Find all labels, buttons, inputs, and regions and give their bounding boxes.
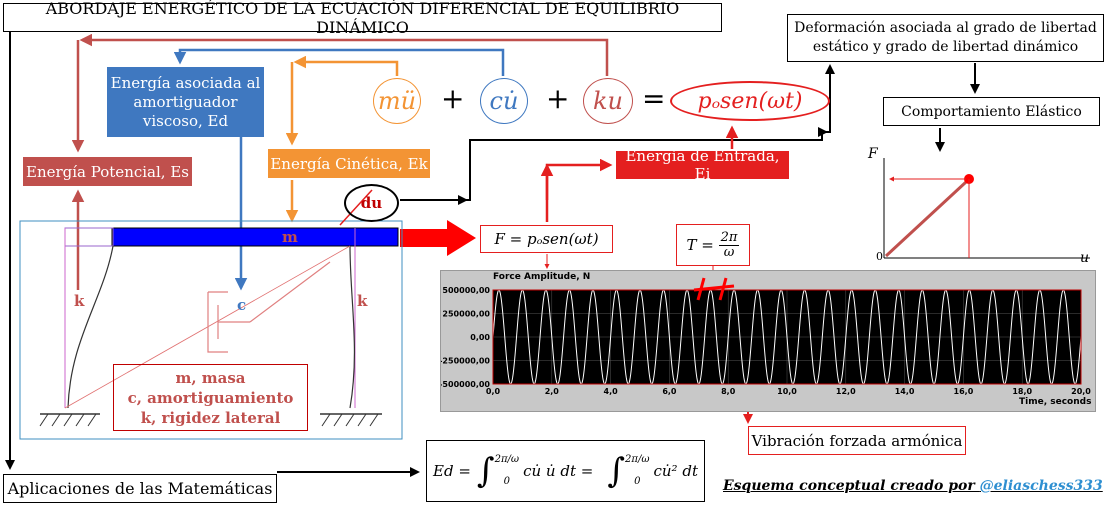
force-term: pₒsen(ωt): [670, 81, 830, 121]
integral-2-lower: 0: [634, 476, 641, 487]
period-lhs: T =: [686, 236, 714, 254]
graph-u-label: u: [1080, 250, 1090, 266]
energy-kinetic-box: Energía Cinética, Ek: [268, 149, 430, 178]
plot-xtick: 12,0: [836, 387, 856, 396]
plot-xlabel: Time, seconds: [1019, 397, 1092, 407]
elastic-behavior-box: Comportamiento Elástico: [883, 97, 1100, 126]
plot-ytick: -500000,00: [441, 380, 490, 389]
left-column: [67, 245, 114, 409]
graph-f-label: F: [868, 146, 878, 162]
integral-1-lower: 0: [503, 476, 511, 487]
legend-line2: c, amortiguamiento: [127, 388, 294, 407]
plot-xtick: 0,0: [486, 387, 501, 396]
graph-origin-label: 0: [876, 250, 883, 263]
period-markers: [693, 277, 735, 301]
legend-box: m, masa c, amortiguamiento k, rigidez la…: [113, 364, 308, 431]
inertia-term: mü: [373, 78, 421, 124]
arrow-f-to-ei: [545, 158, 613, 222]
plot-xtick: 20,0: [1071, 387, 1091, 396]
force-equation-box: F = pₒsen(ωt): [480, 225, 613, 253]
plot-xtick: 18,0: [1012, 387, 1032, 396]
plot-ytick: 500000,00: [442, 286, 490, 295]
arrow-ku-to-es: [79, 33, 609, 76]
damping-term: cu̇: [480, 78, 528, 124]
forced-vibration-box: Vibración forzada armónica: [748, 426, 966, 455]
stiffness-term: ku: [583, 78, 633, 124]
right-column: [349, 245, 356, 409]
page-title: ABORDAJE ENERGÉTICO DE LA ECUACIÓN DIFER…: [3, 0, 722, 37]
big-force-arrow: [400, 220, 476, 256]
applications-box: Aplicaciones de las Matemáticas: [3, 474, 277, 503]
ed-formula-lhs: Ed =: [433, 462, 471, 480]
plot-series-line: [492, 289, 1082, 385]
energy-input-box: Energía de Entrada, Ei: [616, 147, 789, 183]
plot-xtick: 2,0: [545, 387, 560, 396]
damper-symbol: [207, 261, 331, 353]
plot-xtick: 10,0: [777, 387, 797, 396]
legend-line3: k, rigidez lateral: [140, 408, 281, 427]
plot-title: Force Amplitude, N: [493, 272, 591, 282]
fu-graph: [883, 158, 1090, 259]
integral-2-upper: 2π/ω: [625, 454, 650, 465]
plot-xtick: 14,0: [895, 387, 915, 396]
plot-canvas: 0,0 2,0 4,0 6,0 8,0 10,0 12,0 14,0 16,0 18,0 20,0 5…: [441, 286, 1091, 396]
integral-1-upper: 2π/ω: [494, 454, 520, 465]
equals-sign: =: [642, 82, 666, 115]
period-den: ω: [723, 244, 735, 260]
integral-sign-2: ∫: [607, 451, 626, 491]
mass-label: m: [282, 228, 298, 246]
energy-potential-box: Energía Potencial, Es: [23, 157, 192, 186]
plus-sign-2: +: [546, 82, 570, 115]
credit-prefix: Esquema conceptual creado por: [723, 478, 980, 494]
mass-beam: [111, 227, 399, 247]
plot-xtick: 4,0: [604, 387, 619, 396]
arrow-mu-to-ek: [293, 55, 399, 76]
plot-ytick: 0,00: [470, 333, 490, 342]
plot-ytick: -250000,00: [441, 357, 490, 366]
ed-line2: amortiguador: [133, 92, 238, 111]
credit-handle-link[interactable]: @eliaschess333: [979, 478, 1103, 494]
plot-border: [492, 289, 1082, 385]
du-label: du: [344, 184, 399, 222]
deformation-line2: estático y grado de libertad dinámico: [812, 39, 1079, 55]
arrow-cu-to-ed: [173, 48, 505, 76]
plot-xtick: 16,0: [954, 387, 974, 396]
stiffness-right-label: k: [357, 292, 368, 310]
ed-integral-1: cu̇ u̇ dt =: [523, 462, 594, 480]
plot-xtick: 6,0: [662, 387, 677, 396]
structure-frame: [19, 220, 403, 440]
plot-xtick: 8,0: [721, 387, 736, 396]
ed-integral-2: cu̇² dt: [653, 462, 698, 480]
plus-sign-1: +: [441, 82, 465, 115]
damping-label: c: [237, 296, 247, 314]
ed-line3: viscoso, Ed: [142, 111, 229, 130]
ed-line1: Energía asociada al: [110, 73, 261, 92]
deformation-box: Deformación asociada al grado de liberta…: [787, 14, 1104, 62]
force-eq-lhs: F =: [494, 230, 523, 248]
credit-line: Esquema conceptual creado por @eliasches…: [723, 478, 1103, 494]
force-plot: Force Amplitude, N Time, seconds 0,0 2,0 4…: [440, 270, 1096, 412]
stiffness-left-label: k: [74, 292, 85, 310]
energy-damping-box: Energía asociada al amortiguador viscoso…: [107, 67, 264, 137]
plot-ytick: 250000,00: [442, 310, 490, 319]
deformation-line1: Deformación asociada al grado de liberta…: [794, 20, 1097, 36]
ed-formula-box: Ed = ∫ 2π/ω 0 cu̇ u̇ dt = ∫ 2π/ω 0 cu̇² …: [426, 440, 705, 502]
force-eq-rhs: pₒsen(ωt): [526, 230, 599, 248]
period-num: 2π: [718, 229, 740, 246]
integral-sign-1: ∫: [476, 451, 495, 491]
elastic-line: [884, 180, 968, 258]
legend-line1: m, masa: [175, 368, 246, 387]
